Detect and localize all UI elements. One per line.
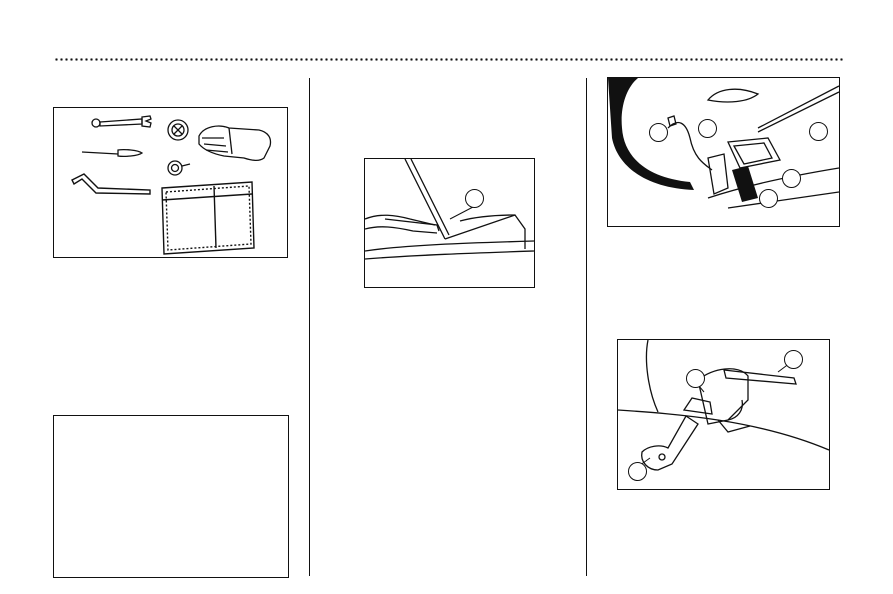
engine-bay-callout-5 (759, 189, 778, 208)
tool-kit-figure (53, 107, 288, 258)
rear-mechanism-figure (617, 339, 830, 490)
tool-bag-icon (161, 181, 255, 255)
engine-bay-callout-2 (698, 119, 717, 138)
blank-info-box (53, 415, 289, 578)
gloves-icon (198, 125, 272, 161)
spark-plug-socket-icon (167, 119, 191, 176)
engine-bay-callout-3 (809, 122, 828, 141)
open-end-wrench-icon (91, 115, 152, 128)
engine-bay-illustration (608, 78, 839, 209)
hex-wrench-icon (71, 173, 151, 195)
column-divider-left (309, 78, 310, 576)
rear-mechanism-callout-2 (686, 369, 705, 388)
engine-bay-figure (607, 77, 840, 227)
engine-bay-callout-1 (649, 123, 668, 142)
seat-lock-callout-1 (465, 189, 484, 208)
dotted-header-rule (54, 58, 844, 61)
screwdriver-icon (81, 148, 144, 158)
seat-lock-figure (364, 158, 535, 288)
rear-mechanism-callout-3 (628, 462, 647, 481)
engine-bay-callout-4 (782, 169, 801, 188)
rear-mechanism-callout-1 (784, 350, 803, 369)
tool-kit-illustration (71, 115, 272, 255)
column-divider-right (586, 78, 587, 576)
seat-lock-illustration (365, 159, 534, 260)
